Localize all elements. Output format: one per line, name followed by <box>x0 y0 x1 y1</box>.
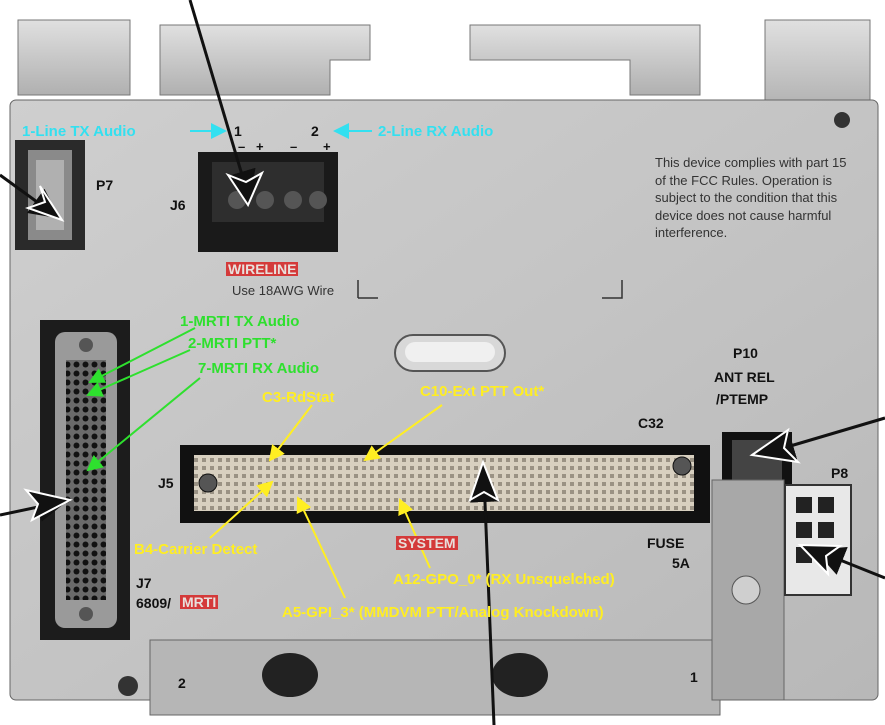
fcc-compliance-text: This device complies with part 15 of the… <box>655 155 847 240</box>
mrti-rx-audio-label: 7-MRTI RX Audio <box>198 360 320 377</box>
line-tx-audio-label: 1-Line TX Audio <box>22 123 136 140</box>
wireline-label: WIRELINE <box>226 261 299 277</box>
c3-rdstat-label: C3-RdStat <box>262 389 335 406</box>
c32-label: C32 <box>638 415 664 431</box>
ptemp-label: /PTEMP <box>716 391 769 407</box>
p10-label: P10 <box>733 345 758 361</box>
system-label: SYSTEM <box>396 535 458 551</box>
j6-label: J6 <box>170 197 186 213</box>
c10-ext-ptt-label: C10-Ext PTT Out* <box>420 383 545 400</box>
j7-model-label: 6809/ <box>136 595 172 611</box>
j7-label: J7 <box>136 575 152 591</box>
polarity-plus-1: + <box>256 139 264 154</box>
j5-label: J5 <box>158 475 174 491</box>
fuse-value-label: 5A <box>672 555 690 571</box>
wire-note: Use 18AWG Wire <box>232 283 335 298</box>
fuse-label: FUSE <box>647 535 685 551</box>
a5-gpi-label: A5-GPI_3* (MMDVM PTT/Analog Knockdown) <box>282 604 604 621</box>
p7-label: P7 <box>96 177 114 193</box>
b4-carrier-detect-label: B4-Carrier Detect <box>134 541 258 558</box>
polarity-plus-2: + <box>323 139 331 154</box>
mrti-label: MRTI <box>180 594 219 610</box>
pin-2-label: 2 <box>311 123 319 139</box>
a12-gpo-label: A12-GPO_0* (RX Unsquelched) <box>393 571 615 588</box>
ant-rel-label: ANT REL <box>714 369 775 385</box>
mrti-tx-audio-label: 1-MRTI TX Audio <box>180 313 300 330</box>
polarity-minus-1: – <box>238 139 246 154</box>
mrti-ptt-label: 2-MRTI PTT* <box>188 335 277 352</box>
bottom-left-marker: 2 <box>178 675 186 691</box>
pin-1-label: 1 <box>234 123 242 139</box>
p8-label: P8 <box>831 465 849 481</box>
bottom-right-marker: 1 <box>690 669 698 685</box>
line-rx-audio-label: 2-Line RX Audio <box>378 123 494 140</box>
polarity-minus-2: – <box>290 139 298 154</box>
